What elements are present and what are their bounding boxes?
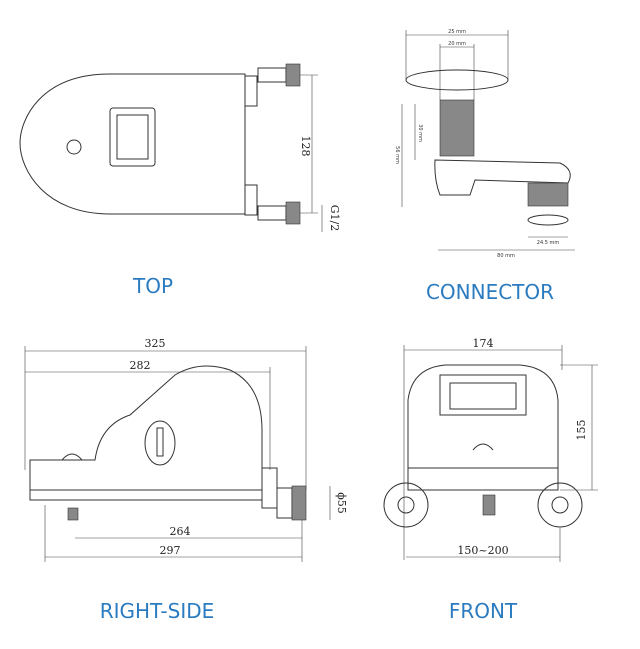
right-side-view: 325 282 ϕ55 264 297 RIGHT-SIDE xyxy=(24,337,348,623)
top-label: TOP xyxy=(132,274,173,298)
top-spacing-dim: 128 xyxy=(299,136,312,157)
front-view: 174 155 150~200 FRONT xyxy=(383,337,598,623)
front-spacing-dim: 150~200 xyxy=(457,544,508,557)
front-label: FRONT xyxy=(449,599,518,623)
connector-label: CONNECTOR xyxy=(426,280,554,304)
front-height-dim: 155 xyxy=(575,420,588,441)
connector-thread-dim: 30 mm xyxy=(417,124,423,142)
side-base-dim: 297 xyxy=(160,544,181,557)
connector-inner-dim: 20 mm xyxy=(448,41,466,47)
front-width-dim: 174 xyxy=(473,337,494,350)
side-body-dim: 282 xyxy=(130,359,151,372)
connector-view: 25 mm 20 mm 30 mm 56 mm 24.5 mm 80 mm CO… xyxy=(394,29,575,304)
connector-nut-dim: 24.5 mm xyxy=(537,240,560,246)
connector-height-dim: 56 mm xyxy=(394,146,400,164)
right-side-label: RIGHT-SIDE xyxy=(100,599,215,623)
top-thread-dim: G1/2 xyxy=(328,205,341,232)
top-view: 128 G1/2 TOP xyxy=(19,63,341,298)
connector-outer-dim: 25 mm xyxy=(448,29,466,35)
side-inner-dim: 264 xyxy=(170,525,191,538)
side-dia-dim: ϕ55 xyxy=(335,492,348,514)
side-total-dim: 325 xyxy=(145,337,166,350)
connector-length-dim: 80 mm xyxy=(497,253,515,259)
